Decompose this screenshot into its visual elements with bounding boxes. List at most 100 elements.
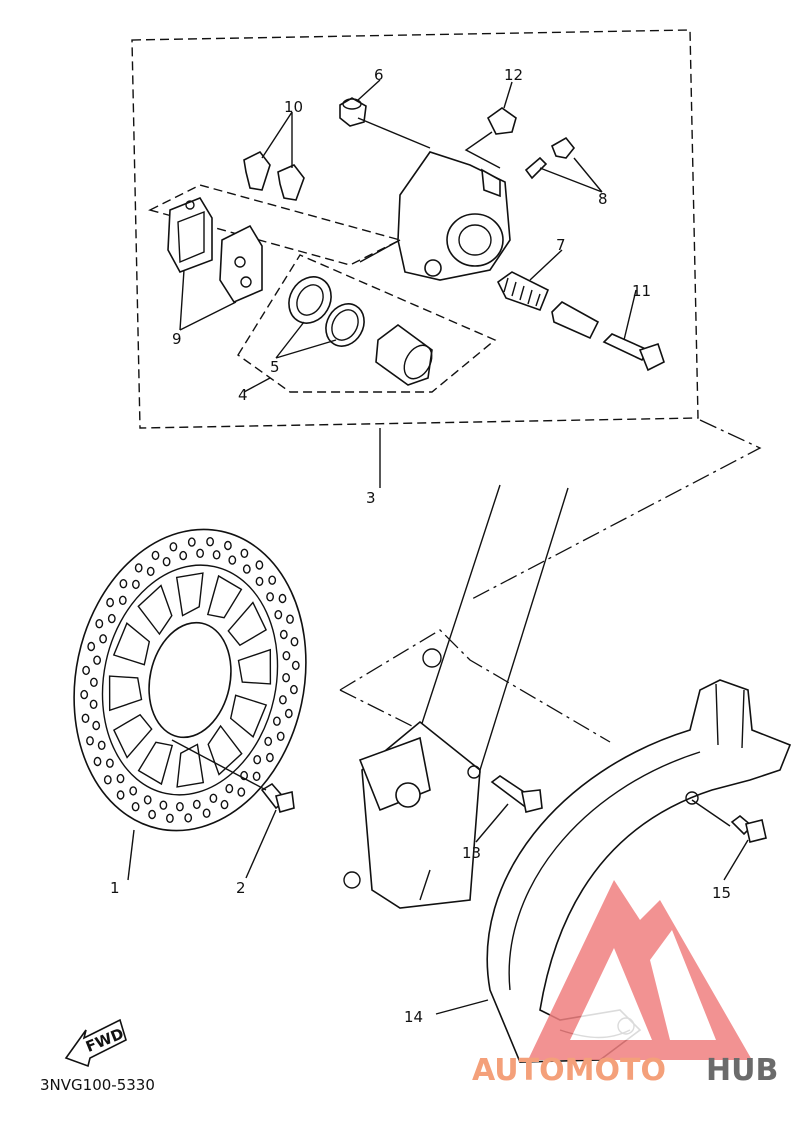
- disc-hole: [106, 597, 115, 608]
- fwd-arrow-icon: FWD: [64, 1018, 127, 1068]
- disc-hole: [266, 592, 274, 602]
- callout-5: 5: [270, 358, 280, 376]
- disc-hole: [290, 637, 299, 647]
- disc-slot: [229, 694, 268, 738]
- disc-hole: [95, 619, 104, 629]
- disc-slot: [137, 584, 173, 636]
- bleed-screw-cap: [339, 97, 367, 127]
- disc-hole: [212, 550, 221, 560]
- disc-hole: [184, 813, 193, 823]
- pad-spring-clips: [243, 150, 305, 201]
- callout-14: 14: [404, 1008, 423, 1026]
- disc-slot: [227, 601, 268, 647]
- disc-hole: [134, 563, 143, 573]
- disc-hole: [103, 775, 112, 785]
- disc-hole: [93, 756, 102, 767]
- disc-hole: [278, 593, 287, 604]
- disc-hole: [276, 731, 285, 741]
- disc-hole: [92, 720, 101, 731]
- caliper-piston: [375, 324, 433, 386]
- disc-hole: [89, 699, 98, 709]
- callout-10: 10: [284, 98, 303, 116]
- disc-slot: [112, 622, 151, 666]
- disc-hole: [253, 755, 262, 765]
- callout-8: 8: [598, 190, 608, 208]
- caliper-bolt: [602, 333, 665, 372]
- disc-slot: [176, 743, 205, 788]
- disc-hole: [169, 542, 178, 552]
- disc-slot: [207, 724, 243, 776]
- disc-hole: [282, 673, 290, 683]
- disc-hole: [284, 708, 293, 719]
- watermark-text-hub: HUB: [706, 1053, 778, 1088]
- disc-hole: [289, 684, 298, 695]
- drawing-code: 3NVG100-5330: [40, 1076, 155, 1094]
- callout-6: 6: [374, 66, 384, 84]
- rubber-dust-cap: [486, 107, 517, 135]
- disc-hole: [129, 786, 138, 796]
- disc-hole: [90, 677, 98, 687]
- front-fork: [343, 484, 569, 909]
- disc-hole: [179, 550, 188, 561]
- chain-line-lower: [339, 689, 421, 731]
- disc-hole: [291, 660, 300, 671]
- disc-hole: [240, 770, 249, 781]
- disc-hole: [106, 758, 114, 768]
- disc-hole: [118, 595, 127, 605]
- disc-hole: [274, 610, 283, 620]
- callout-1: 1: [110, 879, 120, 897]
- disc-slot: [175, 572, 204, 617]
- callout-11: 11: [632, 282, 651, 300]
- brake-pad-outer: [219, 224, 263, 304]
- disc-hole: [107, 613, 116, 624]
- disc-hole: [131, 579, 140, 590]
- callout-7: 7: [556, 236, 566, 254]
- disc-slot: [137, 741, 174, 786]
- disc-hole: [220, 799, 229, 810]
- callout-12: 12: [504, 66, 523, 84]
- leader-lines-lower: [127, 739, 749, 1015]
- watermark-text-automoto: AUTOMOTO: [472, 1053, 666, 1088]
- caliper-body: [397, 151, 511, 281]
- leader-lines: [179, 79, 637, 488]
- slide-pin-sleeve: [551, 301, 600, 340]
- disc-slot: [206, 574, 243, 619]
- disc-hole: [119, 579, 128, 589]
- disc-hole: [87, 641, 96, 652]
- callout-13: 13: [462, 844, 481, 862]
- disc-hole: [272, 716, 281, 726]
- disc-hole: [165, 813, 174, 823]
- callout-9: 9: [172, 330, 182, 348]
- disc-bolt: [260, 782, 295, 813]
- disc-hole: [223, 540, 232, 551]
- disc-slot: [112, 713, 153, 759]
- brake-pad-inner: [167, 197, 213, 273]
- disc-hole: [255, 576, 264, 587]
- disc-hole: [279, 629, 288, 640]
- callout-3: 3: [366, 489, 376, 507]
- disc-hole: [175, 802, 184, 812]
- callout-2: 2: [236, 879, 246, 897]
- disc-hole: [242, 564, 251, 574]
- disc-hole: [268, 575, 277, 585]
- disc-hole: [148, 809, 157, 820]
- caliper-assembly-boundary: [131, 29, 699, 429]
- cover-bolt: [730, 814, 767, 843]
- caliper-mount-chain-line: [469, 419, 762, 601]
- disc-hole: [209, 793, 218, 803]
- disc-slot: [108, 675, 143, 712]
- disc-hole: [278, 695, 287, 705]
- fork-mount-chain-line: [339, 629, 611, 743]
- disc-hole: [143, 795, 152, 805]
- disc-hole: [206, 537, 215, 547]
- brake-disc: [73, 528, 307, 832]
- disc-hole: [187, 537, 196, 547]
- disc-hole: [81, 713, 90, 723]
- disc-hole: [80, 689, 89, 700]
- disc-hole: [237, 787, 246, 797]
- disc-hole: [97, 740, 106, 750]
- disc-hole: [265, 752, 274, 763]
- disc-hole: [146, 566, 155, 577]
